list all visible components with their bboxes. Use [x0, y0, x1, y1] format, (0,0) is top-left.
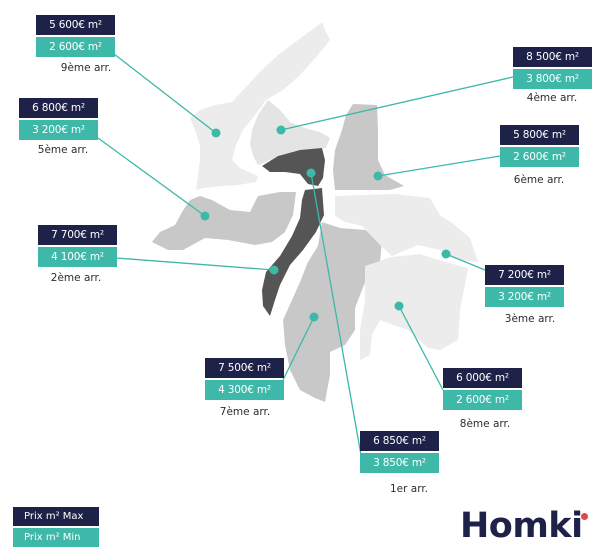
- price-box-1: 6 850€ m² 3 850€ m²: [360, 431, 439, 473]
- price-box-6: 5 800€ m² 2 600€ m²: [500, 125, 579, 167]
- price-min: 2 600€ m²: [500, 147, 579, 167]
- district-label: 9ème arr.: [60, 62, 112, 74]
- price-box-9: 5 600€ m² 2 600€ m²: [36, 15, 115, 57]
- district-label: 7ème arr.: [219, 406, 271, 418]
- price-max: 8 500€ m²: [513, 47, 592, 67]
- price-max: 6 000€ m²: [443, 368, 522, 388]
- district-9-shape[interactable]: [190, 22, 330, 190]
- legend-max: Prix m² Max: [13, 507, 99, 526]
- price-max: 7 500€ m²: [205, 358, 284, 378]
- district-5-shape[interactable]: [152, 192, 296, 250]
- legend-min: Prix m² Min: [13, 528, 99, 547]
- price-min: 2 600€ m²: [443, 390, 522, 410]
- legend: Prix m² Max Prix m² Min: [13, 507, 99, 547]
- district-6-shape[interactable]: [333, 104, 404, 190]
- price-box-3: 7 200€ m² 3 200€ m²: [485, 265, 564, 307]
- district-label: 3ème arr.: [504, 313, 556, 325]
- logo-dot-icon: [581, 513, 588, 520]
- district-3-shape[interactable]: [335, 194, 478, 262]
- district-label: 2ème arr.: [50, 272, 102, 284]
- price-min: 2 600€ m²: [36, 37, 115, 57]
- district-label: 4ème arr.: [526, 92, 578, 104]
- price-min: 4 300€ m²: [205, 380, 284, 400]
- district-label: 6ème arr.: [513, 174, 565, 186]
- district-8-shape[interactable]: [360, 254, 468, 360]
- price-max: 7 700€ m²: [38, 225, 117, 245]
- district-7-shape[interactable]: [283, 222, 382, 402]
- price-box-8: 6 000€ m² 2 600€ m²: [443, 368, 522, 410]
- price-max: 5 600€ m²: [36, 15, 115, 35]
- price-max: 5 800€ m²: [500, 125, 579, 145]
- district-label: 8ème arr.: [459, 418, 511, 430]
- price-box-4: 8 500€ m² 3 800€ m²: [513, 47, 592, 89]
- price-min: 3 200€ m²: [19, 120, 98, 140]
- price-max: 6 850€ m²: [360, 431, 439, 451]
- price-box-2: 7 700€ m² 4 100€ m²: [38, 225, 117, 267]
- district-label: 5ème arr.: [37, 144, 89, 156]
- price-max: 7 200€ m²: [485, 265, 564, 285]
- price-min: 4 100€ m²: [38, 247, 117, 267]
- price-min: 3 850€ m²: [360, 453, 439, 473]
- district-4-shape[interactable]: [250, 100, 330, 165]
- brand-logo: Homki: [460, 506, 583, 546]
- price-min: 3 800€ m²: [513, 69, 592, 89]
- district-2-shape[interactable]: [262, 188, 324, 316]
- price-box-5: 6 800€ m² 3 200€ m²: [19, 98, 98, 140]
- price-box-7: 7 500€ m² 4 300€ m²: [205, 358, 284, 400]
- price-min: 3 200€ m²: [485, 287, 564, 307]
- district-label: 1er arr.: [389, 483, 429, 495]
- price-max: 6 800€ m²: [19, 98, 98, 118]
